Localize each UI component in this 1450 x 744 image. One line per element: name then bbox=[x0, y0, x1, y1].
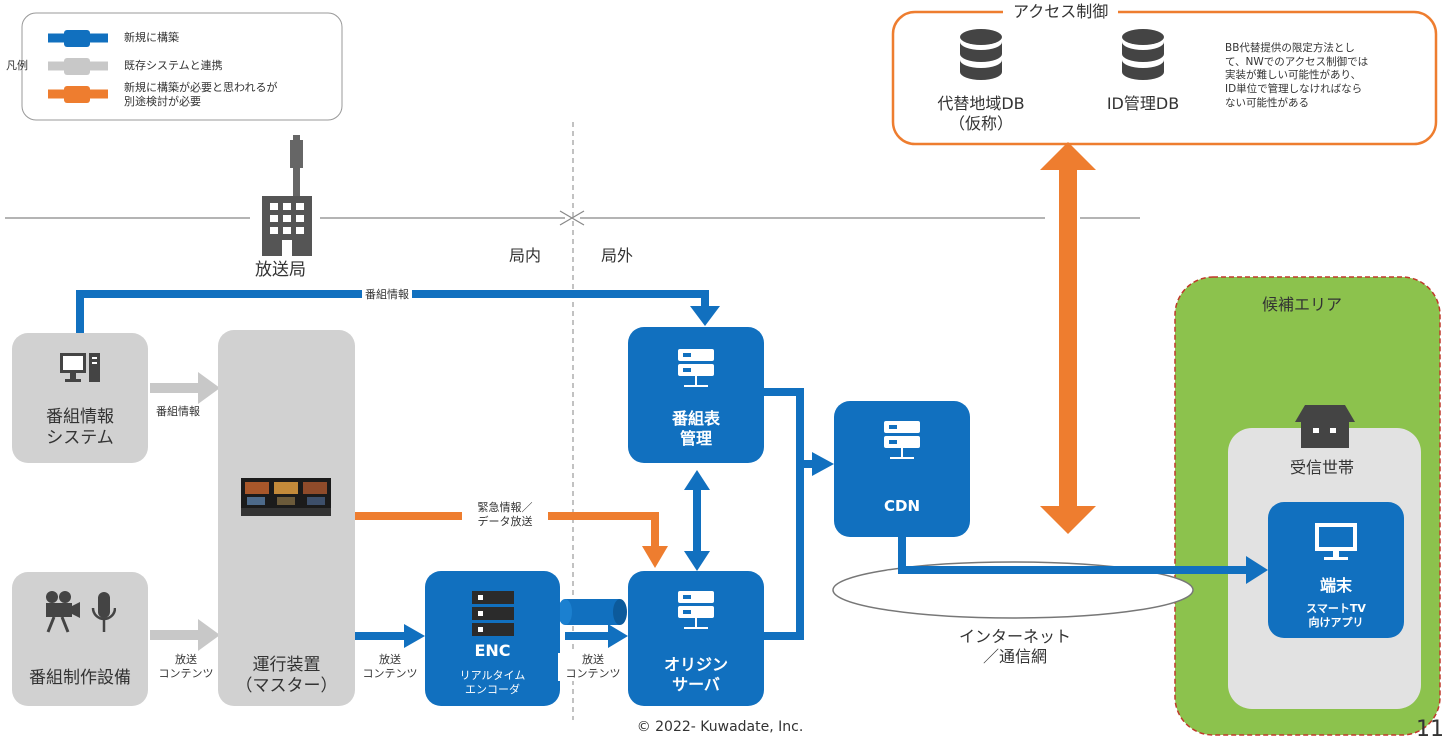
production-equipment-node: 番組制作設備 bbox=[12, 572, 148, 706]
house-icon bbox=[1295, 405, 1355, 448]
cdn-node: CDN bbox=[834, 401, 970, 537]
legend-item-existing: 既存システムと連携 bbox=[124, 59, 223, 72]
server-icon bbox=[678, 349, 714, 387]
enc-subtitle: リアルタイム エンコーダ bbox=[459, 669, 526, 696]
schedule-mgmt-node: 番組表 管理 bbox=[628, 327, 764, 463]
camera-microphone-icon bbox=[46, 591, 116, 633]
database-icon bbox=[960, 29, 1002, 80]
production-equipment-label: 番組制作設備 bbox=[29, 668, 131, 688]
edge-label-program-info-top: 番組情報 bbox=[362, 288, 412, 302]
edge-label-program-info-side: 番組情報 bbox=[156, 405, 200, 418]
device-title: 端末 bbox=[1319, 576, 1352, 595]
legend-item-tbd: 新規に構築が必要と思われるが 別途検討が必要 bbox=[124, 81, 278, 108]
broadcast-tower-icon bbox=[262, 135, 312, 256]
copyright: © 2022- Kuwadate, Inc. bbox=[636, 719, 804, 735]
household-label: 受信世帯 bbox=[1290, 458, 1355, 477]
pipe-cylinder bbox=[558, 599, 627, 625]
master-control-room-image bbox=[241, 478, 331, 516]
candidate-area-label: 候補エリア bbox=[1262, 295, 1343, 314]
master-node: 運行装置 （マスター） bbox=[218, 330, 355, 706]
computer-icon bbox=[60, 353, 100, 382]
program-info-system-node: 番組情報 システム bbox=[12, 333, 148, 463]
access-control-title: アクセス制御 bbox=[1003, 2, 1119, 22]
edge-label-broadcast-content-1: 放送 コンテンツ bbox=[158, 653, 214, 680]
enc-node: ENC リアルタイム エンコーダ bbox=[425, 571, 560, 706]
edge-label-emergency: 緊急情報／ データ放送 bbox=[462, 501, 548, 529]
origin-server-label: オリジン サーバ bbox=[663, 655, 728, 694]
server-icon bbox=[884, 421, 920, 459]
tv-icon bbox=[1315, 523, 1357, 560]
access-control-frame bbox=[891, 10, 1438, 146]
page-number: 11 bbox=[1416, 717, 1444, 742]
origin-server-node: オリジン サーバ bbox=[628, 571, 764, 706]
access-control-note: BB代替提供の限定方法とし て、NWでのアクセス制御では 実装が難しい可能性があ… bbox=[1225, 42, 1369, 109]
schedule-mgmt-label: 番組表 管理 bbox=[671, 409, 720, 448]
cdn-label: CDN bbox=[883, 497, 920, 515]
enc-title: ENC bbox=[474, 641, 511, 660]
zone-inside-label: 局内 bbox=[509, 246, 542, 265]
zone-outside-label: 局外 bbox=[601, 246, 634, 265]
station-label: 放送局 bbox=[255, 260, 306, 280]
server-rack-icon bbox=[472, 591, 514, 636]
legend-title: 凡例 bbox=[6, 59, 28, 72]
device-node: 端末 スマートTV 向けアプリ bbox=[1268, 502, 1404, 638]
legend-item-new: 新規に構築 bbox=[124, 31, 179, 44]
db-id-mgmt-label: ID管理DB bbox=[1106, 94, 1180, 113]
device-subtitle: スマートTV 向けアプリ bbox=[1306, 602, 1366, 629]
internet-ellipse bbox=[832, 561, 1194, 619]
db-alt-region-label: 代替地域DB （仮称） bbox=[937, 94, 1025, 133]
database-icon bbox=[1122, 29, 1164, 80]
internet-label: インターネット ／通信網 bbox=[958, 627, 1071, 666]
edge-label-broadcast-content-3: 放送 コンテンツ bbox=[558, 653, 628, 681]
master-label: 運行装置 （マスター） bbox=[235, 655, 338, 697]
edge-label-broadcast-content-2: 放送 コンテンツ bbox=[362, 653, 418, 680]
program-info-system-label: 番組情報 システム bbox=[46, 407, 114, 449]
server-icon bbox=[678, 591, 714, 629]
